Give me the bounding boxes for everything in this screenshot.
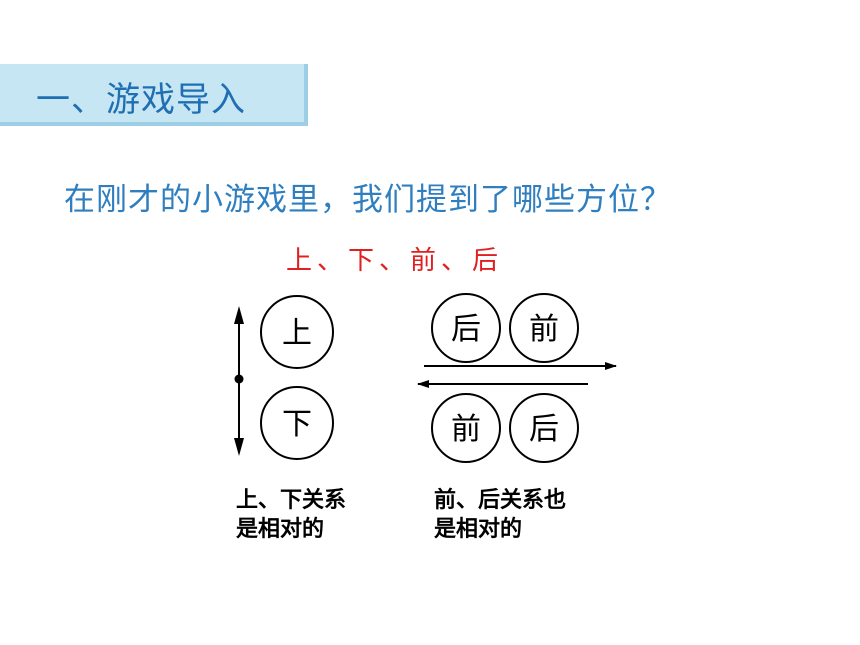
caption-vertical-line1: 上、下关系	[236, 487, 347, 513]
circle-down-label: 下	[282, 407, 312, 442]
circle-row1-back: 后	[431, 293, 501, 363]
answer-text: 上、下、前、后	[286, 246, 504, 276]
circle-down: 下	[260, 386, 334, 460]
circle-row2-front-label: 前	[451, 412, 481, 447]
circle-row2-back: 后	[509, 393, 579, 463]
circle-up-label: 上	[282, 316, 312, 351]
question-text: 在刚才的小游戏里，我们提到了哪些方位？	[64, 182, 672, 218]
caption-horizontal-line1: 前、后关系也	[434, 487, 567, 513]
circle-row2-front: 前	[431, 393, 501, 463]
circle-row1-back-label: 后	[451, 312, 481, 347]
caption-horizontal-line2: 是相对的	[434, 516, 523, 542]
caption-vertical: 上、下关系 是相对的	[236, 486, 346, 544]
caption-horizontal: 前、后关系也 是相对的	[434, 486, 566, 544]
circle-row1-front: 前	[509, 293, 579, 363]
circle-row2-back-label: 后	[529, 412, 559, 447]
circle-row1-front-label: 前	[529, 312, 559, 347]
circle-up: 上	[260, 295, 334, 369]
section-title: 一、游戏导入	[36, 80, 246, 120]
caption-vertical-line2: 是相对的	[236, 516, 325, 542]
vertical-arrow	[234, 306, 244, 456]
section-title-tab	[0, 64, 308, 126]
